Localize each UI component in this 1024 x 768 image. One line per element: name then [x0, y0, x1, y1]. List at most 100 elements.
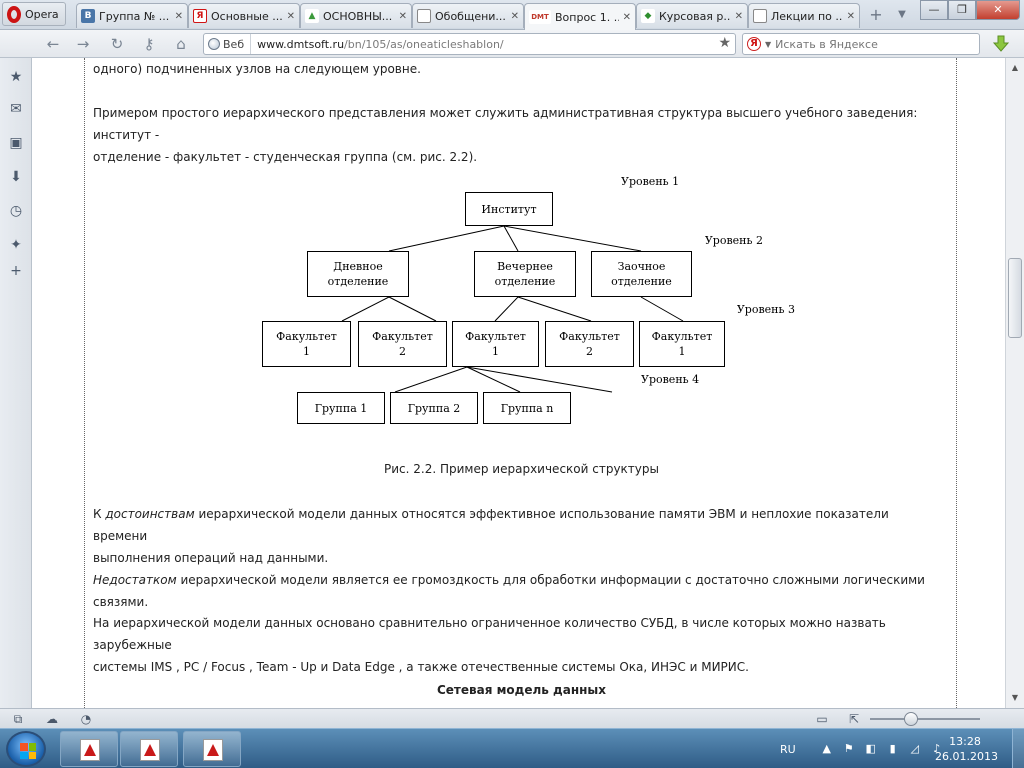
action-center-flag-icon[interactable]: ⚑ [843, 742, 854, 755]
bookmarks-icon[interactable]: ✦ [10, 237, 22, 253]
reload-icon[interactable]: ↻ [110, 35, 124, 53]
node-line: Заочное [617, 260, 666, 273]
node-line: Дневное [333, 260, 383, 273]
cloud-icon[interactable]: ☁ [46, 712, 58, 726]
paragraph-advantages: К достоинствам иерархической модели данн… [93, 503, 943, 569]
start-button[interactable] [6, 731, 46, 767]
scrollbar-thumb[interactable] [1008, 258, 1022, 338]
opera-logo-icon [7, 5, 21, 23]
address-url[interactable]: www.dmtsoft.ru/bn/105/as/oneaticleshablo… [251, 38, 504, 51]
forward-arrow-icon[interactable]: → [76, 35, 90, 53]
level-3-label: Уровень 3 [736, 303, 795, 316]
tab-close-icon[interactable]: ✕ [398, 10, 407, 22]
tab-question-1[interactable]: DMT Вопрос 1. ... ✕ [524, 3, 636, 30]
mail-icon[interactable]: ✉ [10, 101, 22, 117]
tab-list-chevron-down-icon[interactable]: ▼ [898, 9, 906, 20]
figure-caption: Рис. 2.2. Пример иерархической структуры [384, 462, 659, 476]
volume-icon[interactable]: ♪ [933, 742, 941, 755]
yandex-search-icon[interactable]: Я [747, 37, 761, 51]
page-viewport: одного) подчиненных узлов на следующем у… [33, 58, 1005, 708]
tab-obobshcheni[interactable]: Обобщени... ✕ [412, 3, 524, 28]
search-input[interactable] [775, 37, 956, 51]
status-bar: ⧉ ☁ ◔ ▭ ⇱ [0, 708, 1024, 728]
node-line: Факультет [465, 330, 526, 343]
minimize-button[interactable]: — [920, 0, 948, 20]
address-scheme[interactable]: Веб [204, 34, 252, 54]
tab-osnovnye[interactable]: ▲ ОСНОВНЫ... ✕ [300, 3, 412, 28]
adv-post: иерархической модели данных относятся эф… [93, 507, 889, 543]
hierarchy-connector-lines [341, 225, 684, 393]
download-arrow-icon[interactable] [992, 35, 1010, 53]
close-window-button[interactable]: ✕ [976, 0, 1020, 20]
add-panel-plus-icon[interactable]: + [10, 263, 22, 279]
address-scheme-label: Веб [223, 37, 245, 51]
address-bar[interactable]: Веб www.dmtsoft.ru/bn/105/as/oneaticlesh… [203, 33, 736, 55]
search-engine-chevron-down-icon[interactable]: ▼ [765, 39, 772, 49]
speed-dial-star-icon[interactable]: ★ [9, 69, 23, 85]
new-tab-plus-icon[interactable]: + [869, 5, 883, 24]
tab-group[interactable]: В Группа № ... ✕ [76, 3, 188, 28]
zoom-slider-thumb[interactable] [904, 712, 918, 726]
scroll-down-arrow-icon[interactable]: ▼ [1011, 693, 1019, 702]
scroll-up-arrow-icon[interactable]: ▲ [1011, 63, 1019, 72]
tab-title: Обобщени... [435, 9, 506, 23]
restore-button[interactable]: ❐ [948, 0, 976, 20]
show-desktop-button[interactable] [1012, 729, 1024, 768]
tab-close-icon[interactable]: ✕ [286, 10, 295, 22]
notes-icon[interactable]: ▣ [9, 135, 23, 151]
speedometer-icon[interactable]: ◔ [80, 712, 92, 726]
tab-lectures[interactable]: Лекции по ... ✕ [748, 3, 860, 28]
paragraph-example-line-2: отделение - факультет - студенческая гру… [93, 150, 478, 164]
tray-chevron-up-icon[interactable]: ▲ [822, 742, 831, 755]
address-url-path: /bn/105/as/oneaticleshablon/ [344, 37, 504, 51]
home-icon[interactable]: ⌂ [176, 35, 186, 53]
history-clock-icon[interactable]: ◷ [9, 203, 23, 219]
tab-close-icon[interactable]: ✕ [622, 11, 631, 23]
language-indicator[interactable]: RU [780, 742, 796, 756]
section-title: Сетевая модель данных [436, 683, 606, 697]
taskbar-pdf-app-2[interactable] [183, 731, 241, 767]
window-controls: — ❐ ✕ [920, 0, 1020, 20]
panel-toggle-icon[interactable]: ⧉ [13, 712, 23, 726]
paragraph-dbms-line-2: системы IMS , PC / Focus , Team - Up и D… [93, 660, 749, 674]
opera-menu-button[interactable]: Opera [2, 2, 66, 26]
node-group-2: Группа 2 [390, 392, 478, 424]
search-box[interactable]: Я ▼ [742, 33, 980, 55]
tab-title: ОСНОВНЫ... [323, 9, 393, 23]
article-content: одного) подчиненных узлов на следующем у… [84, 58, 957, 708]
adv-emphasis: достоинствам [105, 507, 195, 521]
node-line: Вечернее [497, 260, 553, 273]
zoom-slider-track[interactable] [870, 718, 980, 720]
taskbar-pdf-app-1[interactable] [120, 731, 178, 767]
paragraph-example-line-1: Примером простого иерархического предста… [93, 106, 918, 142]
key-icon[interactable]: ⚷ [143, 35, 155, 53]
network-icon[interactable]: ◿ [910, 742, 919, 755]
tab-title: Основные ... [211, 9, 283, 23]
opera-menu-label: Opera [25, 7, 59, 21]
tab-coursework[interactable]: ◆ Курсовая р... ✕ [636, 3, 748, 28]
navigation-bar: ← → ↻ ⚷ ⌂ Веб www.dmtsoft.ru/bn/105/as/o… [0, 30, 1024, 58]
back-arrow-icon[interactable]: ← [46, 35, 60, 53]
tab-close-icon[interactable]: ✕ [174, 10, 183, 22]
taskbar-pdf-mail-app[interactable] [60, 731, 118, 767]
node-institute: Институт [465, 192, 553, 226]
fit-view-icon[interactable]: ⇱ [848, 712, 860, 726]
tab-close-icon[interactable]: ✕ [510, 10, 519, 22]
tab-close-icon[interactable]: ✕ [846, 10, 855, 22]
page-view-icon[interactable]: ▭ [816, 712, 828, 726]
system-tray: RU ▲ ⚑ ◧ ▮ ◿ ♪ [780, 729, 944, 768]
node-line: Факультет [559, 330, 620, 343]
book-favicon-icon: ◆ [641, 9, 655, 23]
tab-basics[interactable]: Я Основные ... ✕ [188, 3, 300, 28]
downloads-icon[interactable]: ⬇ [10, 169, 22, 185]
tray-app-icon[interactable]: ◧ [865, 742, 876, 755]
tab-close-icon[interactable]: ✕ [734, 10, 743, 22]
vertical-scrollbar[interactable]: ▲ ▼ [1005, 58, 1024, 708]
bookmark-star-icon[interactable]: ★ [718, 35, 731, 51]
node-line: Факультет [651, 330, 713, 343]
battery-icon[interactable]: ▮ [889, 742, 896, 755]
system-clock[interactable]: 13:28 26.01.2013 [935, 734, 998, 764]
node-line: отделение [611, 275, 672, 288]
